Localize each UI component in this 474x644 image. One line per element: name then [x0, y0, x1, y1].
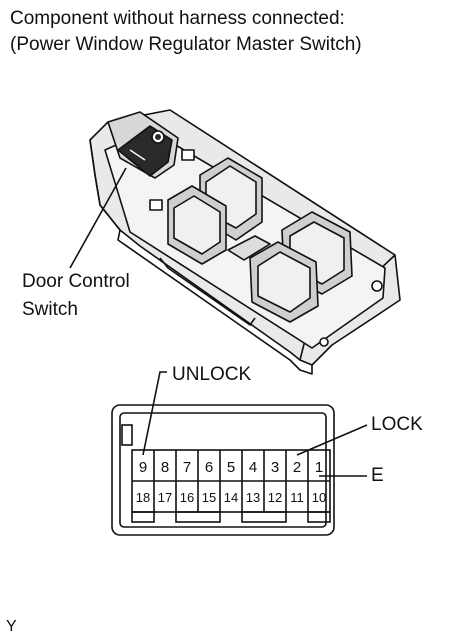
pin-4: 4 [249, 459, 257, 476]
door-switch-leader [69, 167, 127, 269]
pin-8: 8 [161, 459, 169, 476]
pin-6: 6 [205, 459, 213, 476]
pin-18: 18 [136, 490, 150, 505]
unlock-leader [142, 371, 167, 456]
title-line-1: Component without harness connected: [10, 8, 345, 29]
lock-label: LOCK [371, 414, 423, 435]
title-line-2: (Power Window Regulator Master Switch) [10, 34, 362, 55]
pin-10: 10 [312, 490, 326, 505]
pin-5: 5 [227, 459, 235, 476]
door-control-switch-label-line1: Door Control [22, 271, 130, 292]
pin-11: 11 [290, 490, 304, 505]
pin-7: 7 [183, 459, 191, 476]
pin-14: 14 [224, 490, 238, 505]
pin-3: 3 [271, 459, 279, 476]
lock-leader [296, 424, 368, 456]
figure-code: Y [6, 618, 17, 635]
pin-9: 9 [139, 459, 147, 476]
pin-15: 15 [202, 490, 216, 505]
pin-17: 17 [158, 490, 172, 505]
master-switch-illustration [89, 109, 401, 375]
pin-16: 16 [180, 490, 194, 505]
door-control-switch-label-line2: Switch [22, 299, 78, 320]
pin-12: 12 [268, 490, 282, 505]
connector-face [111, 404, 335, 536]
pin-13: 13 [246, 490, 260, 505]
pin-1: 1 [315, 459, 323, 476]
unlock-label: UNLOCK [172, 364, 252, 385]
e-terminal-label: E [371, 465, 384, 486]
pin-2: 2 [293, 459, 301, 476]
